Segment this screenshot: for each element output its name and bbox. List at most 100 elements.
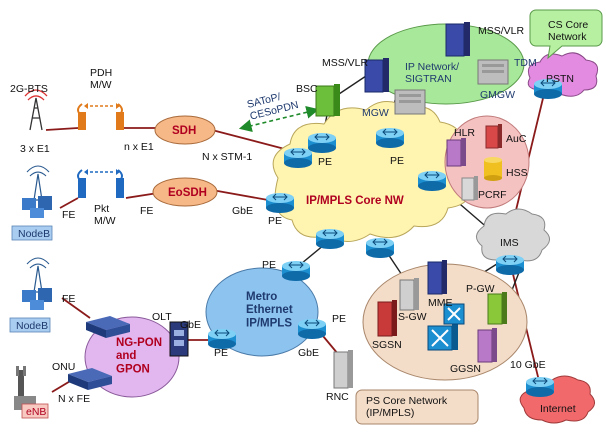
hlr-server-icon: [446, 138, 466, 167]
satop-arrow: [238, 106, 320, 132]
label-gbe-rnc: GbE: [298, 347, 319, 359]
label-ims: IMS: [500, 237, 519, 249]
pgw-server-icon: [487, 292, 507, 325]
label-pgw: P-GW: [466, 283, 495, 295]
sgw-server-icon: [399, 278, 419, 311]
label-ps-core: PS Core Network(IP/MPLS): [366, 395, 448, 419]
sdh-ellipse: [154, 115, 216, 145]
sgsn-server-icon: [377, 300, 397, 337]
label-nxfe: N x FE: [58, 393, 90, 405]
router-icon: [308, 133, 336, 153]
auc-server-icon: [485, 124, 502, 149]
pcrf-server-icon: [461, 176, 478, 201]
label-bsc: BSC: [296, 83, 318, 95]
router-icon: [266, 193, 294, 213]
olt-icon: [169, 321, 189, 357]
hss-db-icon: [484, 157, 502, 181]
label-mme: MME: [428, 297, 453, 309]
label-sdh: SDH: [172, 125, 196, 137]
cs-core-callout: [529, 9, 603, 60]
label-3xe1: 3 x E1: [20, 143, 50, 155]
label-10gbe: 10 GbE: [510, 359, 546, 371]
pdh-mw-dishes: [77, 103, 124, 130]
nodeb-top-icon: [11, 165, 53, 241]
router-icon: [496, 255, 524, 275]
label-hss: HSS: [506, 167, 528, 179]
label-nxstm1: N x STM-1: [202, 151, 252, 163]
label-gbe-olt: GbE: [180, 319, 201, 331]
label-sgsn: SGSN: [372, 339, 402, 351]
label-pstn: PSTN: [546, 73, 574, 85]
label-eosdh: EoSDH: [168, 187, 207, 199]
bsc-server-icon: [315, 84, 340, 117]
label-satop: SAToP/CESoPDN: [246, 87, 300, 122]
label-nodeb-bottom: NodeB: [16, 320, 48, 332]
router-icon: [366, 238, 394, 258]
label-pcrf: PCRF: [478, 189, 507, 201]
gmgw-icon: [477, 59, 509, 85]
eosdh-ellipse: [152, 177, 218, 207]
label-core: IP/MPLS Core NW: [306, 195, 404, 207]
label-pe-metro-right: PE: [332, 313, 346, 325]
enb-icon: [14, 366, 49, 419]
label-mgw: MGW: [362, 107, 389, 119]
label-nxe1: n x E1: [124, 141, 154, 153]
label-pe-3: PE: [268, 215, 282, 227]
router-icon: [282, 261, 310, 281]
label-ggsn: GGSN: [450, 363, 481, 375]
router-icon: [526, 377, 554, 397]
label-pe-2: PE: [390, 155, 404, 167]
router-icon: [298, 319, 326, 339]
router-icon: [376, 128, 404, 148]
mss-vlr-right-server-icon: [445, 22, 470, 57]
label-nodeb-top: NodeB: [18, 228, 50, 240]
router-icon: [534, 79, 562, 99]
mss-vlr-left-server-icon: [364, 58, 389, 93]
mgw-icon: [394, 89, 426, 115]
label-2g-bts: 2G-BTS: [10, 83, 48, 95]
label-internet: Internet: [540, 403, 576, 415]
router-icon: [316, 229, 344, 249]
onu-bottom-icon: [68, 368, 112, 390]
label-auc: AuC: [506, 133, 527, 145]
label-enb: eNB: [26, 406, 46, 418]
ps-core-callout: [355, 389, 479, 425]
label-fe-mid: FE: [140, 205, 153, 217]
label-olt: OLT: [152, 311, 172, 323]
mme-server-icon: [427, 260, 447, 295]
label-sgw: S-GW: [398, 311, 427, 323]
router-icon: [284, 148, 312, 168]
core-cloud: [272, 101, 476, 242]
label-fe-bottom: FE: [62, 293, 75, 305]
router-icon: [208, 329, 236, 349]
label-pe-1: PE: [318, 156, 332, 168]
label-pe-metro-top: PE: [262, 259, 276, 271]
label-ip-network: IP Network/SIGTRAN: [405, 61, 459, 85]
label-fe-top: FE: [62, 209, 75, 221]
rnc-server-icon: [333, 350, 353, 389]
label-gmgw: GMGW: [480, 89, 515, 101]
switch-cube-icon: [427, 303, 465, 351]
label-mss-vlr-right: MSS/VLR: [478, 25, 525, 37]
router-icon: [418, 171, 446, 191]
onu-top-icon: [86, 316, 130, 338]
pkt-mw-dishes: [77, 169, 124, 198]
label-pe-metro-left: PE: [214, 347, 228, 359]
label-hlr: HLR: [454, 127, 475, 139]
routers: [208, 79, 562, 397]
label-gbe-core: GbE: [232, 205, 253, 217]
ggsn-server-icon: [477, 328, 497, 363]
label-tdm: TDM: [514, 57, 537, 69]
nodeb-bottom-icon: [9, 257, 52, 333]
bts-tower-icon: [24, 89, 48, 131]
label-onu: ONU: [52, 361, 75, 373]
label-rnc: RNC: [326, 391, 349, 403]
